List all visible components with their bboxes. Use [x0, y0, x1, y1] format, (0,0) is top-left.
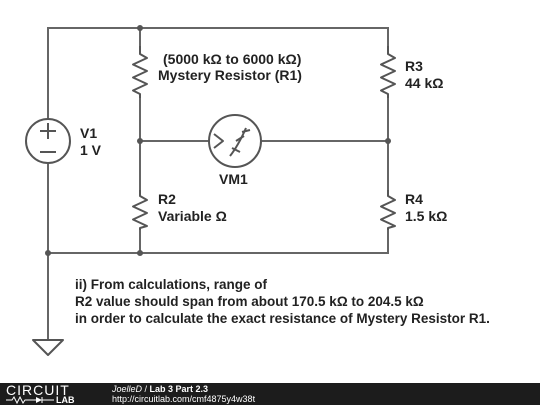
logo-bottom-text: LAB: [56, 395, 75, 405]
r4-name-label: R4: [405, 191, 423, 207]
r1-name-label: Mystery Resistor (R1): [158, 67, 302, 83]
vm1-name-label: VM1: [219, 171, 248, 187]
logo-top-text: CIRCUIT: [6, 382, 70, 398]
r4-resistor[interactable]: [380, 190, 396, 230]
r4-value-label: 1.5 kΩ: [405, 208, 447, 224]
ground-symbol: [32, 339, 64, 356]
r2-name-label: R2: [158, 191, 176, 207]
r3-name-label: R3: [405, 58, 423, 74]
author-link[interactable]: JoelleD: [112, 384, 143, 394]
note-line-3: in order to calculate the exact resistan…: [75, 311, 490, 326]
r2-resistor[interactable]: [132, 190, 148, 230]
r3-resistor[interactable]: [380, 46, 396, 98]
v1-name-label: V1: [80, 125, 97, 141]
circuitlab-logo[interactable]: CIRCUIT LAB: [6, 382, 98, 405]
v1-value-label: 1 V: [80, 142, 102, 158]
circuit-title[interactable]: Lab 3 Part 2.3: [149, 384, 209, 394]
wires: [47, 27, 389, 341]
r1-resistor[interactable]: [132, 46, 148, 98]
note-line-2: R2 value should span from about 170.5 kΩ…: [75, 294, 424, 309]
footer-bar: CIRCUIT LAB JoelleD / Lab 3 Part 2.3 htt…: [0, 383, 540, 405]
vm1-voltmeter[interactable]: [208, 114, 262, 168]
circuit-meta: JoelleD / Lab 3 Part 2.3 http://circuitl…: [112, 384, 255, 404]
v1-voltage-source[interactable]: [25, 118, 71, 164]
r1-range-label: (5000 kΩ to 6000 kΩ): [163, 51, 301, 67]
logo-bottom: LAB: [6, 395, 98, 405]
logo-waveform-icon: [6, 395, 54, 405]
note-line-1: ii) From calculations, range of: [75, 277, 268, 292]
schematic-canvas: (5000 kΩ to 6000 kΩ) Mystery Resistor (R…: [25, 25, 490, 356]
meta-separator: /: [142, 384, 150, 394]
r2-value-label: Variable Ω: [158, 208, 227, 224]
junction-dots: [45, 25, 391, 256]
r3-value-label: 44 kΩ: [405, 75, 443, 91]
circuit-url[interactable]: http://circuitlab.com/cmf4875y4w38t: [112, 394, 256, 404]
